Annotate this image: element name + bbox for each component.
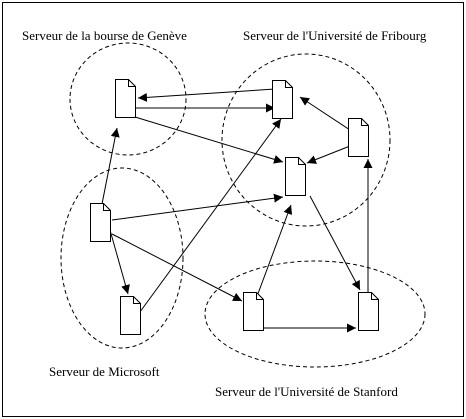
arrow-st-left-to-fr-mid: [255, 204, 293, 300]
arrow-ms-top-to-fr-mid: [111, 193, 284, 221]
edges: [101, 88, 373, 333]
label-stanford: Serveur de l'Université de Stanford: [215, 384, 398, 399]
document-icon-st-left: [243, 292, 264, 331]
document-icon-fr-right: [348, 118, 369, 157]
arrow-ms-top-to-gen: [101, 127, 120, 205]
label-geneve: Serveur de la bourse de Genève: [22, 28, 187, 43]
nodes: [90, 79, 379, 335]
cluster-fribourg: [221, 53, 391, 227]
arrow-ms-top-to-ms-bottom: [109, 229, 130, 295]
cluster-geneve: [69, 42, 187, 156]
arrow-fr-top-to-gen: [137, 88, 276, 102]
arrow-gen-to-fr-mid: [134, 116, 284, 164]
document-icon-ms-top: [90, 203, 111, 242]
document-icon-st-right: [358, 292, 379, 331]
label-fribourg: Serveur de l'Université de Fribourg: [243, 28, 427, 43]
cluster-stanford: [204, 260, 426, 368]
arrow-ms-bottom-to-fr-top: [136, 118, 282, 317]
document-icon-fr-top: [272, 80, 293, 119]
document-icon-gen: [115, 79, 136, 118]
arrow-fr-right-to-fr-top: [299, 96, 351, 131]
arrow-fr-mid-to-st-right: [309, 195, 361, 291]
label-microsoft: Serveur de Microsoft: [49, 364, 160, 379]
arrow-ms-top-to-st-left: [111, 233, 243, 302]
cluster-microsoft: [60, 167, 184, 349]
arrow-fr-right-to-fr-mid: [306, 145, 351, 164]
document-icon-fr-mid: [285, 157, 306, 196]
document-icon-ms-bottom: [120, 296, 141, 335]
